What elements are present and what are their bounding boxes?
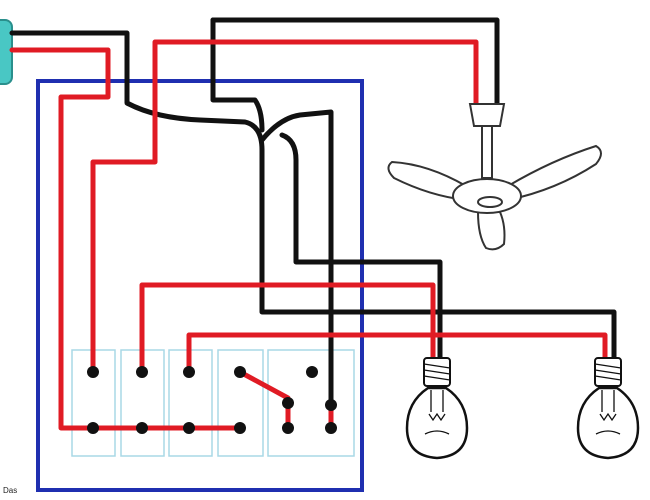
switch-terminals: [87, 366, 337, 434]
neutral-wire-supply-to-fan: [9, 30, 265, 153]
live-wire-switch-2-to-bulb-1: [139, 282, 436, 375]
neutral-wire-fan-return: [210, 17, 265, 133]
bulb-icon: [576, 357, 640, 460]
terminal: [234, 366, 246, 378]
terminal: [87, 366, 99, 378]
terminal: [136, 422, 148, 434]
live-wire-switch-1-to-fan: [90, 39, 479, 375]
terminal: [183, 422, 195, 434]
terminal: [282, 397, 294, 409]
terminal: [306, 366, 318, 378]
terminal: [325, 399, 337, 411]
live-wire-switch-4-link: [237, 369, 291, 431]
supply-block: [0, 19, 13, 85]
switch-module-4[interactable]: [217, 349, 264, 457]
neutral-wire-bulb1: [279, 132, 443, 365]
neutral-wire-fan-loop: [210, 17, 500, 107]
terminal: [136, 366, 148, 378]
switch-module-5[interactable]: [267, 349, 355, 457]
credit-label: Das: [3, 486, 18, 495]
terminal: [87, 422, 99, 434]
terminal: [282, 422, 294, 434]
ceiling-fan-icon: [387, 103, 602, 251]
bulb-icon: [405, 357, 469, 460]
live-wire-switch-3-to-bulb-2: [186, 332, 608, 375]
terminal: [325, 422, 337, 434]
switch-modules: [71, 349, 355, 457]
live-wire-supply-to-switch-1: [9, 47, 243, 431]
terminal: [183, 366, 195, 378]
terminal: [234, 422, 246, 434]
neutral-wires: [9, 17, 617, 408]
neutral-wire-junction-bulb1: [259, 109, 334, 408]
